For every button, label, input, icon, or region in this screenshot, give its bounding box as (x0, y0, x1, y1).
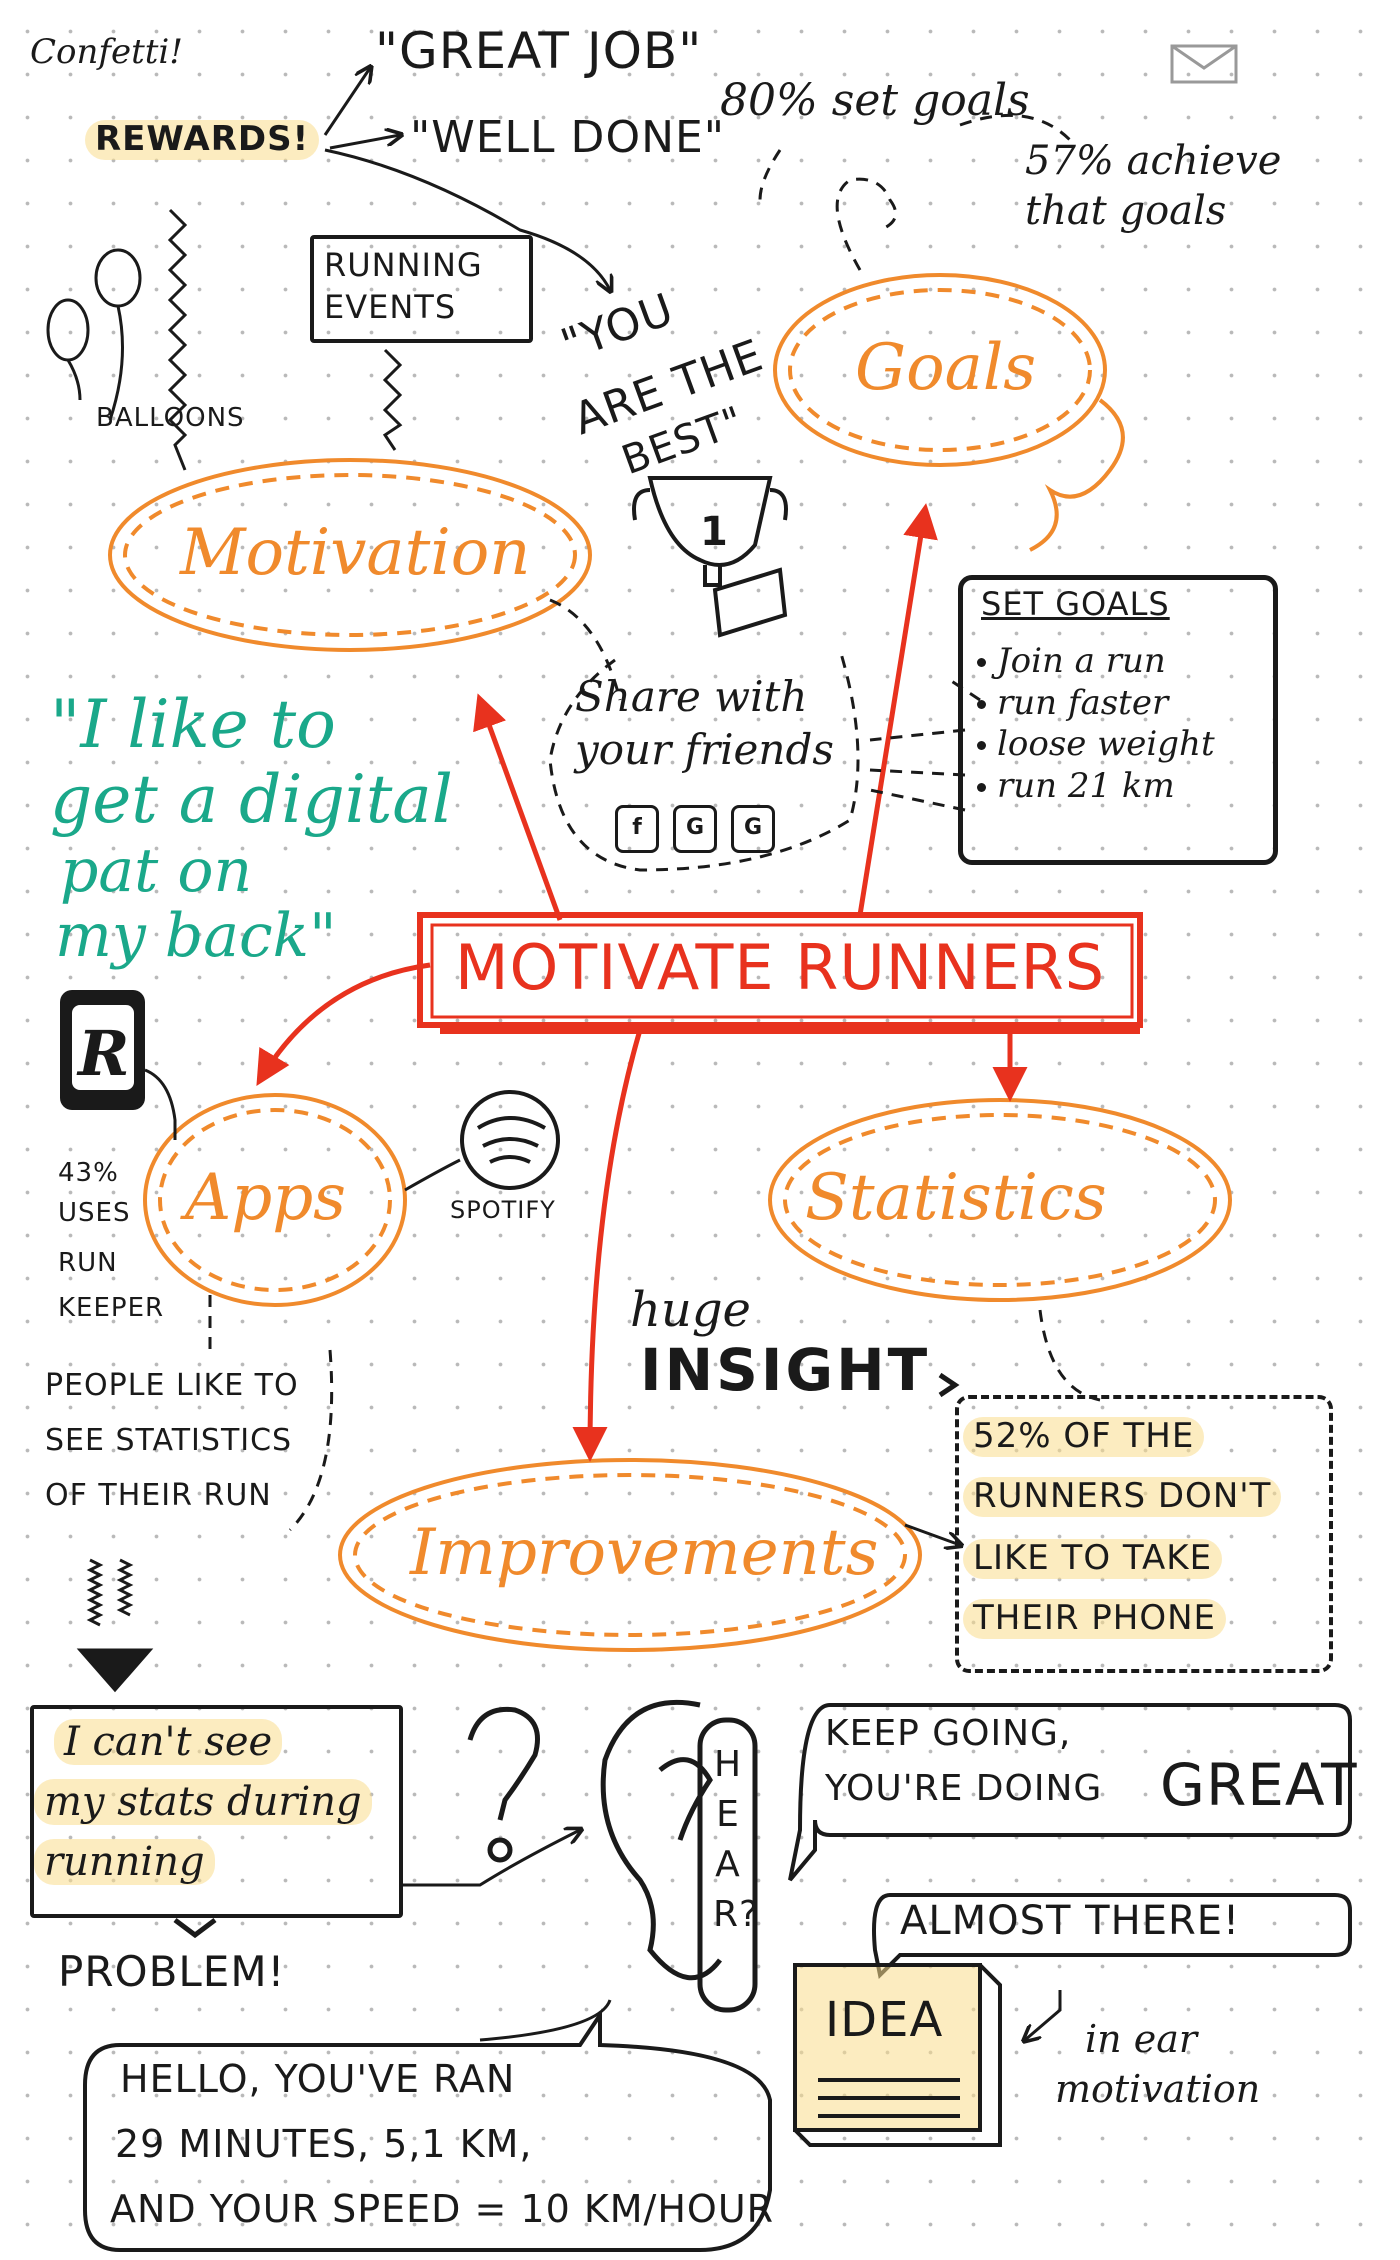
message-line3: AND YOUR SPEED = 10 KM/HOUR (110, 2187, 775, 2231)
spotify-icon[interactable] (460, 1090, 560, 1190)
bubble-keep-going: KEEP GOING, (825, 1713, 1072, 1754)
svg-text:1: 1 (700, 509, 728, 555)
goals-node[interactable]: Goals (855, 331, 1037, 405)
user-quote-line2: get a digital (50, 761, 453, 838)
runkeeper-stat-line2: USES (58, 1198, 131, 1228)
problem-label: PROBLEM! (58, 1947, 286, 1996)
facebook-icon[interactable]: f (615, 805, 659, 853)
best-quote-line1: "YOU (554, 283, 681, 372)
rewards-label: REWARDS! (85, 120, 320, 160)
insight-label: INSIGHT (640, 1336, 931, 1404)
improvements-node[interactable]: Improvements (410, 1516, 879, 1590)
balloons-label: BALLOONS (96, 403, 245, 433)
problem-card-line3: running (34, 1839, 215, 1885)
running-events-line2: EVENTS (324, 288, 457, 326)
center-title[interactable]: MOTIVATE RUNNERS (455, 931, 1106, 1004)
problem-card-line1: I can't see (54, 1719, 283, 1765)
share-line2: your friends (575, 725, 834, 774)
in-ear-line1: in ear (1085, 2017, 1198, 2061)
svg-text:R: R (76, 1017, 130, 1090)
bubble-doing: YOU'RE DOING (825, 1768, 1103, 1809)
bubble-great: GREAT (1160, 1751, 1358, 1819)
running-events-box: RUNNING EVENTS (310, 235, 533, 343)
balloon-icon (46, 248, 142, 421)
great-job-quote: "GREAT JOB" (375, 22, 703, 80)
google-icon[interactable]: G (673, 805, 717, 853)
apps-note-line2: SEE STATISTICS (45, 1423, 293, 1458)
running-events-line1: RUNNING (324, 246, 483, 284)
runkeeper-icon[interactable]: R (60, 990, 177, 1140)
idea-label: IDEA (825, 1992, 944, 2048)
envelope-icon[interactable] (1170, 44, 1238, 84)
goal-item: run 21 km (975, 768, 1215, 805)
problem-card: I can't see my stats during running (30, 1705, 403, 1918)
fact-line4: THEIR PHONE (963, 1599, 1227, 1639)
apps-node[interactable]: Apps (185, 1161, 346, 1235)
message-line2: 29 MINUTES, 5,1 KM, (115, 2122, 533, 2166)
message-line1: HELLO, YOU'VE RAN (120, 2057, 516, 2101)
goals-stat-set: 80% set goals (720, 75, 1030, 126)
goals-stat-achieve-line2: that goals (1025, 188, 1227, 234)
statistics-node[interactable]: Statistics (805, 1161, 1107, 1235)
user-quote-line3: pat on (60, 836, 253, 906)
set-goals-list: Join a run run faster loose weight run 2… (975, 638, 1215, 811)
huge-label: huge (630, 1282, 751, 1338)
spotify-label: SPOTIFY (450, 1196, 556, 1224)
user-quote-line1: "I like to (50, 686, 336, 763)
set-goals-box: SET GOALS Join a run run faster loose we… (958, 575, 1278, 865)
apps-note-line3: OF THEIR RUN (45, 1478, 272, 1513)
runkeeper-stat-line1: 43% (58, 1158, 119, 1188)
motivation-node[interactable]: Motivation (180, 516, 531, 590)
goals-stat-achieve-line1: 57% achieve (1025, 138, 1282, 184)
trophy-icon: 1 (632, 476, 788, 638)
confetti-label: Confetti! (30, 32, 183, 72)
user-quote-line4: my back" (55, 901, 337, 971)
runkeeper-stat-line3: RUN (58, 1248, 118, 1278)
goal-item: loose weight (975, 727, 1215, 763)
insight-fact-box: 52% OF THE RUNNERS DON'T LIKE TO TAKE TH… (955, 1395, 1333, 1673)
fact-line1: 52% OF THE (963, 1417, 1205, 1457)
goal-item: run faster (975, 685, 1215, 722)
goal-item: Join a run (975, 643, 1215, 680)
fact-line2: RUNNERS DON'T (963, 1477, 1282, 1517)
apps-note-line1: PEOPLE LIKE TO (45, 1368, 299, 1403)
hear-letters: HEAR? (713, 1744, 760, 1935)
question-mark-icon (467, 1706, 540, 1863)
problem-card-line2: my stats during (34, 1779, 372, 1825)
fact-line3: LIKE TO TAKE (963, 1539, 1223, 1579)
well-done-quote: "WELL DONE" (410, 112, 726, 163)
set-goals-title: SET GOALS (981, 585, 1170, 623)
in-ear-line2: motivation (1055, 2067, 1261, 2111)
goals-cloud (773, 273, 1125, 552)
bubble-almost-there: ALMOST THERE! (900, 1898, 1241, 1944)
google-alt-icon[interactable]: G (731, 805, 775, 853)
share-line1: Share with (575, 672, 808, 721)
runkeeper-stat-line4: KEEPER (58, 1293, 165, 1323)
